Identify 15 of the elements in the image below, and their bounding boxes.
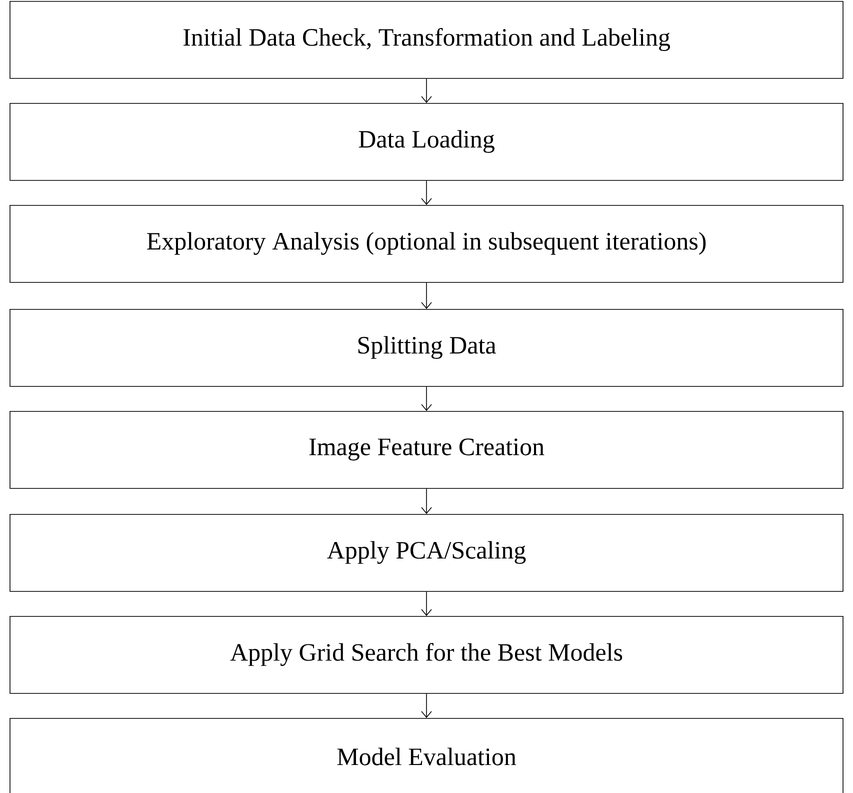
process-box: Image Feature Creation bbox=[10, 411, 844, 489]
process-box: Splitting Data bbox=[10, 309, 844, 387]
arrow bbox=[421, 180, 432, 205]
arrow bbox=[421, 488, 432, 514]
process-box: Exploratory Analysis (optional in subsequent iterations) bbox=[10, 205, 844, 283]
process-box: Data Loading bbox=[10, 103, 844, 181]
arrow bbox=[421, 78, 432, 103]
arrow bbox=[421, 693, 432, 718]
arrow bbox=[421, 591, 432, 616]
process-box: Model Evaluation bbox=[10, 718, 844, 793]
process-box: Apply Grid Search for the Best Models bbox=[10, 616, 844, 694]
process-box: Apply PCA/Scaling bbox=[10, 514, 844, 592]
process-box: Initial Data Check, Transformation and Labeling bbox=[10, 1, 844, 79]
arrow bbox=[421, 282, 432, 309]
arrow bbox=[421, 386, 432, 411]
